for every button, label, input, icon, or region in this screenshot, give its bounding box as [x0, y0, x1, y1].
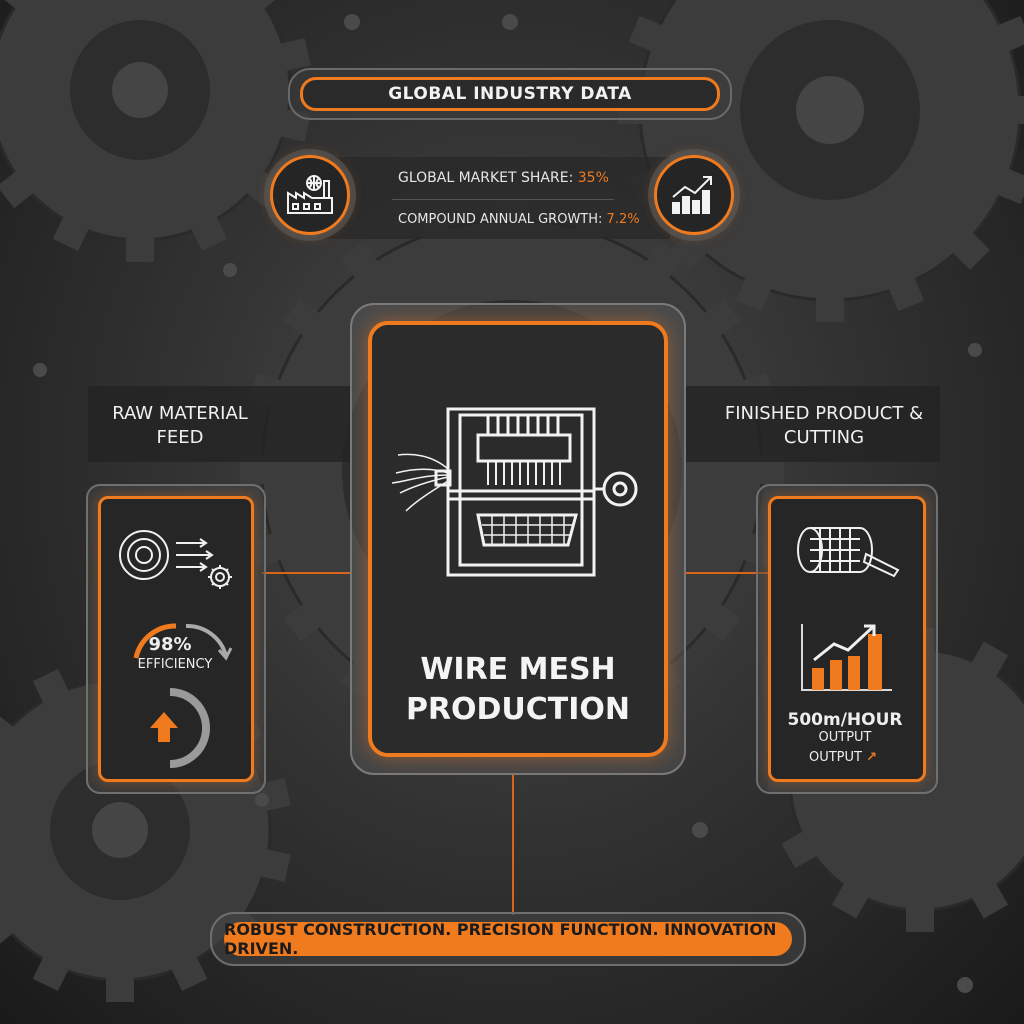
footer-tagline: ROBUST CONSTRUCTION. PRECISION FUNCTION.… [224, 920, 792, 958]
gear-tooth [886, 272, 925, 312]
gear-tooth [699, 298, 741, 340]
gear-tooth [992, 166, 1024, 205]
left-heading-band [88, 386, 350, 462]
output-label-text: OUTPUT [808, 750, 862, 765]
mesh-roll-icon [797, 527, 900, 578]
finished-product-panel-inner [768, 496, 926, 782]
gear-tooth [242, 0, 284, 13]
wire-mesh-production-panel-inner: WIRE MESH PRODUCTION [368, 321, 668, 757]
growth-value: 7.2% [606, 212, 640, 227]
connector-left [262, 572, 352, 574]
main-title-line1: WIRE MESH [420, 652, 616, 687]
efficiency-label: EFFICIENCY [137, 657, 213, 672]
loom-machine-icon [392, 407, 638, 577]
connector-bottom [512, 775, 514, 915]
gear-tooth [188, 211, 228, 252]
gear-tooth [283, 298, 325, 340]
output-chart-icon [801, 624, 892, 691]
gear-tooth [240, 456, 270, 484]
gear-tooth [1012, 96, 1024, 124]
gear-tooth [992, 15, 1024, 54]
gear-tooth [52, 211, 92, 252]
left-heading: RAW MATERIAL FEED [112, 403, 248, 448]
factory-globe-icon [270, 155, 350, 235]
gear-tooth [816, 292, 844, 322]
growth-stat: COMPOUND ANNUAL GROWTH: 7.2% [398, 212, 640, 227]
market-share-stat: GLOBAL MARKET SHARE: 35% [398, 170, 609, 186]
wire-coil-feed-icon [119, 530, 232, 589]
gear-tooth [255, 847, 291, 882]
gear-tooth [735, 272, 774, 312]
gear-tooth [126, 232, 154, 262]
stats-band [318, 157, 670, 239]
gear-tooth [168, 951, 208, 992]
gear-tooth [754, 456, 784, 484]
gear-tooth [642, 241, 684, 283]
footer-pill: ROBUST CONSTRUCTION. PRECISION FUNCTION.… [210, 912, 806, 966]
gear-tooth [781, 828, 822, 869]
growth-label: COMPOUND ANNUAL GROWTH: [398, 212, 603, 227]
wire-mesh-production-panel: WIRE MESH PRODUCTION [350, 303, 686, 775]
gear-tooth [32, 668, 72, 709]
gear-tooth [0, 711, 18, 753]
efficiency-gauge-icon [133, 623, 233, 661]
gear-tooth [906, 902, 934, 932]
efficiency-value: 98% [148, 634, 192, 655]
gear-tooth [275, 38, 311, 73]
output-label: OUTPUT ↗ [788, 750, 898, 765]
gear-tooth [106, 972, 134, 1002]
main-title-line2: PRODUCTION [405, 692, 631, 727]
output-rate-label: OUTPUT [818, 730, 872, 745]
header-pill: GLOBAL INDUSTRY DATA [288, 68, 732, 120]
right-heading: FINISHED PRODUCT & CUTTING [724, 403, 924, 448]
output-arrow-icon: ↗ [866, 750, 878, 765]
connector-right [686, 572, 768, 574]
gear-tooth [0, 0, 38, 13]
gear-tooth [699, 600, 741, 642]
gear-tooth [32, 951, 72, 992]
gear-tooth [283, 600, 325, 642]
output-rate: 500m/HOUR [787, 710, 903, 730]
gear-tooth [628, 15, 668, 54]
gear-tooth [968, 878, 1009, 919]
header-title: GLOBAL INDUSTRY DATA [300, 77, 720, 111]
gear-tooth [948, 228, 990, 270]
right-heading-band [686, 386, 940, 462]
gear-tooth [831, 878, 872, 919]
bar-chart-growth-icon [654, 155, 734, 235]
market-share-label: GLOBAL MARKET SHARE: [398, 170, 574, 186]
up-arrow-gauge-icon [150, 688, 210, 768]
market-share-value: 35% [577, 170, 609, 186]
gear-tooth [340, 241, 382, 283]
finished-product-panel [756, 484, 938, 794]
gear-tooth [0, 167, 38, 209]
gear-tooth [0, 907, 18, 949]
raw-material-panel [86, 484, 266, 794]
gear-tooth [968, 641, 1009, 682]
stats-divider [392, 199, 614, 200]
